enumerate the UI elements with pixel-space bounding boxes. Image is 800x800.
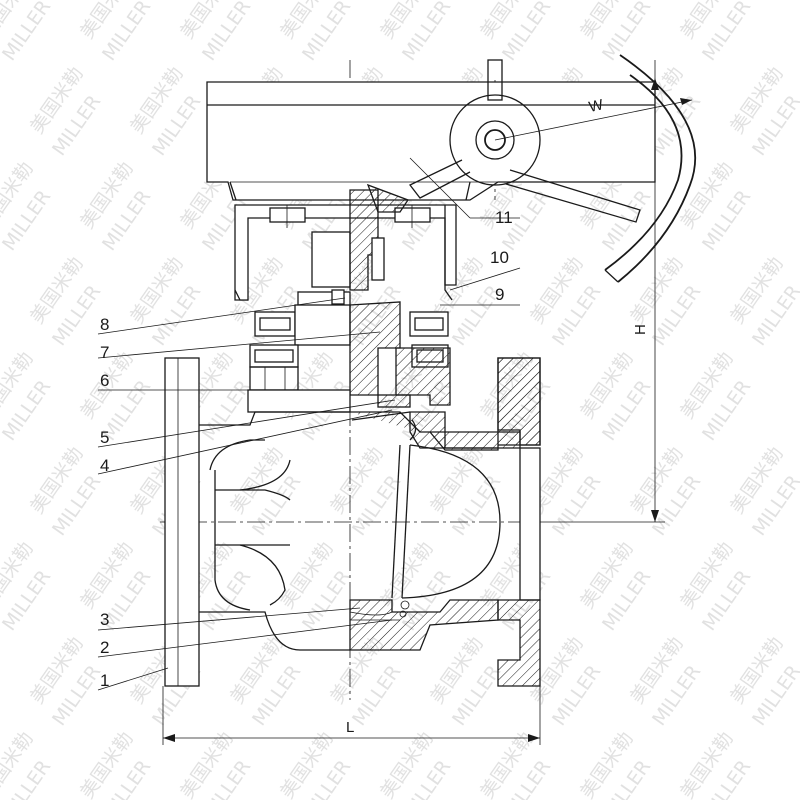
part-label-11: 11	[495, 208, 513, 227]
valve-body	[164, 357, 541, 687]
part-label-7: 7	[100, 343, 109, 362]
part-labels: 8 7 6 5 4 3 2 1 9 10 11	[100, 208, 513, 690]
part-label-1: 1	[100, 671, 109, 690]
part-label-10: 10	[490, 248, 509, 267]
part-label-2: 2	[100, 638, 109, 657]
part-label-6: 6	[100, 371, 109, 390]
part-label-4: 4	[100, 456, 109, 475]
part-label-8: 8	[100, 315, 109, 334]
bonnet	[247, 289, 451, 413]
part-label-3: 3	[100, 610, 109, 629]
dimensions: W H L	[162, 60, 693, 745]
dimension-l: L	[346, 719, 354, 736]
gearbox	[206, 81, 656, 201]
handwheel	[408, 54, 697, 283]
dimension-w: W	[587, 96, 605, 116]
part-label-9: 9	[495, 285, 504, 304]
leader-lines	[97, 157, 521, 691]
bracket	[234, 183, 457, 301]
dimension-h: H	[632, 324, 649, 335]
part-label-5: 5	[100, 428, 109, 447]
